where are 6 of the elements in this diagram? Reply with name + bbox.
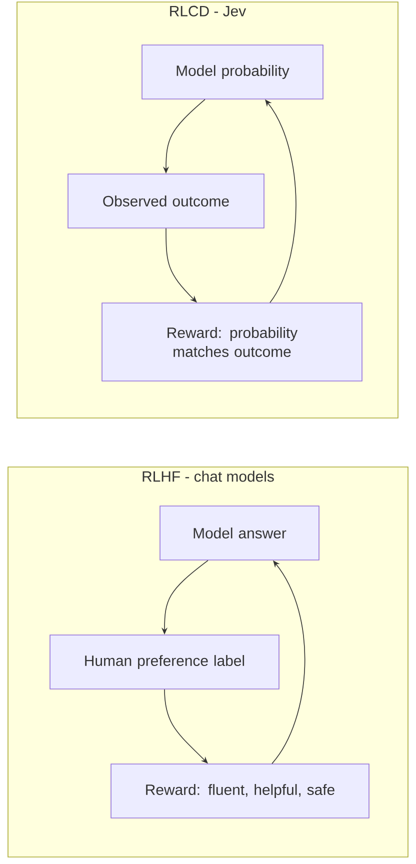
process-box: Model probability <box>142 44 324 100</box>
process-box: Human preference label <box>50 634 280 690</box>
process-box: Reward: probability matches outcome <box>102 302 362 382</box>
process-box: Observed outcome <box>68 174 264 228</box>
process-box: Model answer <box>160 506 320 560</box>
process-box: Reward: fluent, helpful, safe <box>110 764 370 818</box>
